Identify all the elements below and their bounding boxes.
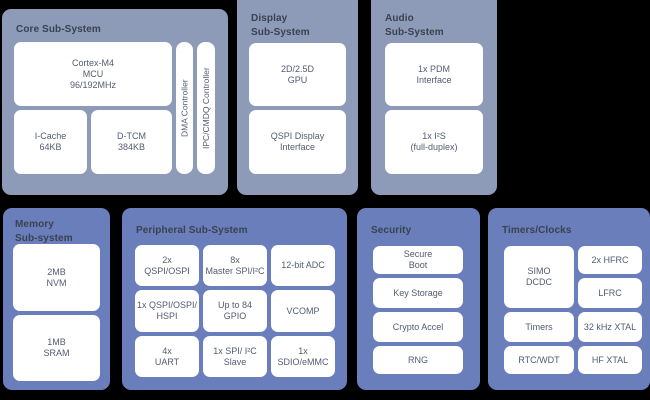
security-subsystem-title: Security (371, 225, 412, 236)
block-uart: 4x UART (135, 336, 199, 377)
block-32khz-xtal: 32 kHz XTAL (578, 312, 642, 342)
block-lfrc: LFRC (578, 278, 642, 308)
core-subsystem-panel: Core Sub-System Cortex-M4 MCU 96/192MHz … (2, 9, 228, 195)
block-gpu: 2D/2.5D GPU (249, 43, 346, 106)
audio-subsystem-panel: Audio Sub-System 1x PDM Interface 1x I²S… (371, 0, 497, 195)
block-secure-boot: Secure Boot (373, 246, 463, 274)
block-ipc-cmdq-controller: IPC/CMDQ Controller (197, 42, 215, 174)
display-subsystem-title: Display Sub-System (251, 13, 310, 38)
display-subsystem-panel: Display Sub-System 2D/2.5D GPU QSPI Disp… (237, 0, 358, 195)
peripheral-subsystem-title: Peripheral Sub-System (136, 225, 248, 236)
block-cortex-m4-mcu: Cortex-M4 MCU 96/192MHz (14, 42, 172, 106)
block-crypto-accel: Crypto Accel (373, 312, 463, 342)
block-hfrc: 2x HFRC (578, 246, 642, 274)
peripheral-subsystem-panel: Peripheral Sub-System 2x QSPI/OSPI 8x Ma… (122, 208, 347, 390)
audio-subsystem-title: Audio Sub-System (385, 13, 444, 38)
block-simo-dcdc: SIMO DCDC (504, 246, 574, 308)
block-gpio: Up to 84 GPIO (203, 290, 267, 332)
block-d-tcm: D-TCM 384KB (91, 110, 172, 174)
block-qspi-display-interface: QSPI Display Interface (249, 110, 346, 174)
block-dma-controller: DMA Controller (176, 42, 193, 174)
timers-clocks-title: Timers/Clocks (502, 225, 572, 236)
block-rng: RNG (373, 346, 463, 374)
memory-subsystem-panel: Memory Sub-system 2MB NVM 1MB SRAM (3, 208, 110, 390)
block-spi-i2c-slave: 1x SPI/ I²C Slave (203, 336, 267, 377)
block-timers: Timers (504, 312, 574, 342)
block-sram: 1MB SRAM (13, 315, 100, 381)
block-qspi-ospi: 2x QSPI/OSPI (135, 245, 199, 286)
block-key-storage: Key Storage (373, 278, 463, 308)
core-subsystem-title: Core Sub-System (16, 24, 101, 35)
block-i2s-interface: 1x I²S (full-duplex) (385, 110, 483, 174)
security-subsystem-panel: Security Secure Boot Key Storage Crypto … (357, 208, 480, 390)
memory-subsystem-title: Memory Sub-system (15, 219, 73, 244)
block-vcomp: VCOMP (271, 290, 335, 332)
timers-clocks-panel: Timers/Clocks SIMO DCDC Timers RTC/WDT 2… (488, 208, 650, 390)
block-nvm: 2MB NVM (13, 244, 100, 311)
block-i-cache: I-Cache 64KB (14, 110, 87, 174)
block-master-spi-i2c: 8x Master SPI/I²C (203, 245, 267, 286)
block-rtc-wdt: RTC/WDT (504, 346, 574, 374)
block-qspi-ospi-hspi: 1x QSPI/OSPI/ HSPI (135, 290, 199, 332)
block-pdm-interface: 1x PDM Interface (385, 43, 483, 106)
block-hf-xtal: HF XTAL (578, 346, 642, 374)
block-adc: 12-bit ADC (271, 245, 335, 286)
block-sdio-emmc: 1x SDIO/eMMC (271, 336, 335, 377)
